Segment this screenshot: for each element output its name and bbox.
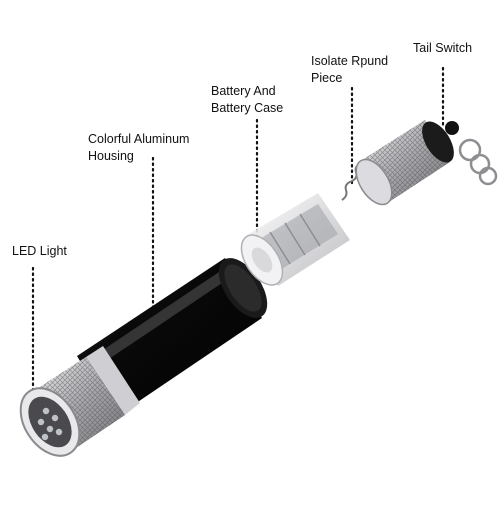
label-housing-line1: Colorful Aluminum (88, 132, 190, 146)
label-isolate: Isolate Rpund Piece (311, 53, 388, 87)
label-tail-switch-text: Tail Switch (413, 41, 473, 55)
label-battery: Battery And Battery Case (211, 83, 283, 117)
label-led-light: LED Light (12, 243, 67, 260)
led-head (19, 346, 140, 457)
label-isolate-line2: Piece (311, 71, 343, 85)
label-housing-line2: Housing (88, 149, 134, 163)
label-isolate-line1: Isolate Rpund (311, 54, 389, 68)
led-bulbs (37, 407, 63, 441)
label-tail-switch: Tail Switch (413, 40, 472, 57)
label-battery-line2: Battery Case (211, 101, 284, 115)
battery-case (240, 193, 350, 286)
tail-cap (355, 120, 459, 206)
label-housing: Colorful Aluminum Housing (88, 131, 189, 165)
label-battery-line1: Battery And (211, 84, 276, 98)
keychain-ring (458, 138, 498, 186)
label-led-light-text: LED Light (12, 244, 67, 258)
